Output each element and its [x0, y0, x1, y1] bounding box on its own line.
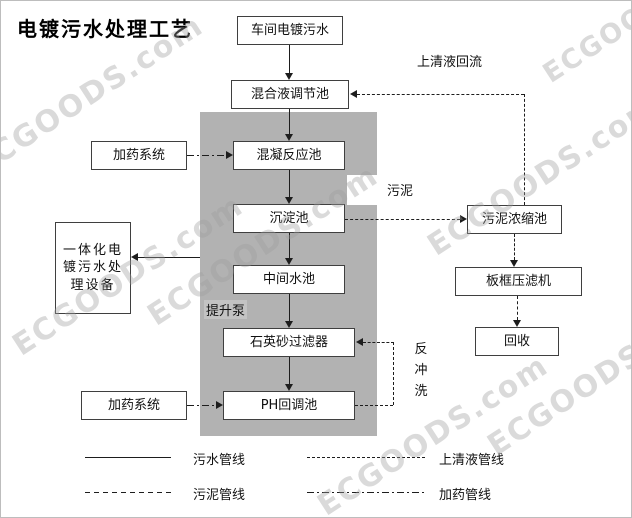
arrowhead-dosing-coagulation — [226, 151, 233, 159]
legend-label-supernatant: 上清液管线 — [439, 453, 505, 468]
node-ph-tank: PH回调池 — [223, 391, 355, 420]
watermark: ECGOODS.com — [481, 288, 632, 464]
connector-dosing-ph — [187, 405, 216, 406]
watermark: ECGOODS.com — [537, 0, 632, 90]
arrowhead-coagulation-sedimentation — [285, 197, 293, 204]
connector-sedimentation-thickener — [345, 219, 460, 220]
arrowhead-sedimentation-intermediate — [285, 258, 293, 265]
label-sludge: 污泥 — [387, 184, 414, 199]
arrowhead-quartz-ph — [285, 384, 293, 391]
connector-dosing-coagulation — [187, 155, 226, 156]
diagram-title: 电镀污水处理工艺 — [17, 17, 193, 41]
label-supernatant-reflux: 上清液回流 — [417, 55, 483, 70]
arrowhead-intermediate-quartz — [285, 321, 293, 328]
arrowhead-thickener-press — [510, 260, 518, 267]
node-recovery: 回收 — [475, 327, 559, 356]
legend-line-sewage — [85, 457, 171, 458]
node-mixing-tank: 混合液调节池 — [231, 80, 349, 109]
arrowhead-reflux-mixing — [350, 90, 357, 98]
connector-backwash-bottom — [355, 405, 393, 406]
arrowhead-zone-integrated — [131, 253, 138, 261]
connector-backwash-top — [363, 342, 394, 343]
connector-workshop-mixing — [289, 45, 290, 73]
connector-zone-integrated — [138, 257, 200, 258]
connector-reflux-horizontal — [357, 94, 524, 95]
connector-intermediate-quartz — [289, 294, 290, 321]
node-workshop-wastewater: 车间电镀污水 — [237, 16, 343, 45]
arrowhead-press-recovery — [513, 320, 521, 327]
node-filter-press: 板框压滤机 — [455, 267, 582, 296]
node-coagulation-tank: 混凝反应池 — [233, 141, 345, 170]
arrowhead-sedimentation-thickener — [460, 215, 467, 223]
arrowhead-dosing-ph — [216, 401, 223, 409]
legend-label-sewage: 污水管线 — [193, 453, 246, 468]
arrowhead-mixing-coagulation — [285, 134, 293, 141]
zone-notch — [347, 175, 377, 205]
node-integrated-equipment: 一体化电镀污水处理设备 — [55, 222, 131, 314]
arrowhead-backwash-quartz — [356, 338, 363, 346]
watermark: ECGOODS.com — [421, 88, 632, 264]
connector-thickener-press — [514, 234, 515, 260]
legend-line-sludge — [85, 492, 171, 493]
node-quartz-filter: 石英砂过滤器 — [223, 328, 355, 357]
connector-reflux-vertical — [524, 94, 525, 205]
label-lift-pump: 提升泵 — [204, 300, 248, 319]
connector-backwash-vertical — [393, 342, 394, 405]
legend-label-dosing: 加药管线 — [439, 488, 492, 503]
node-sedimentation-tank: 沉淀池 — [233, 204, 345, 233]
legend-label-sludge: 污泥管线 — [193, 488, 246, 503]
node-dosing-system-bottom: 加药系统 — [81, 391, 187, 420]
connector-quartz-ph — [289, 357, 290, 384]
node-dosing-system-top: 加药系统 — [91, 141, 187, 170]
node-sludge-thickener: 污泥浓缩池 — [467, 205, 562, 234]
node-intermediate-tank: 中间水池 — [233, 265, 345, 294]
legend-line-dosing — [307, 492, 425, 493]
arrowhead-workshop-mixing — [285, 73, 293, 80]
label-backwash: 反冲洗 — [414, 342, 428, 399]
connector-press-recovery — [517, 296, 518, 320]
legend-line-supernatant — [307, 457, 425, 458]
connector-sedimentation-intermediate — [289, 233, 290, 258]
connector-mixing-coagulation — [289, 109, 290, 134]
connector-coagulation-sedimentation — [289, 170, 290, 197]
